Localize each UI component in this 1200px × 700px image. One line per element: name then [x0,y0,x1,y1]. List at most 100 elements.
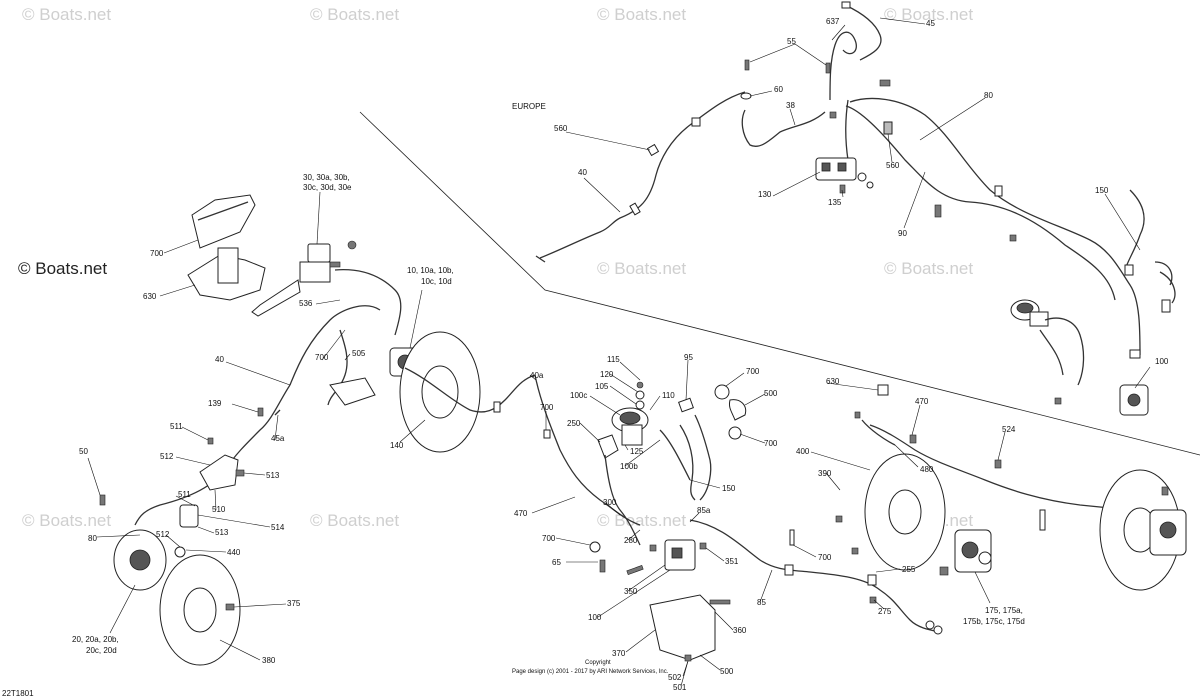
callout-50: 50 [79,447,88,456]
left-front-assembly [99,194,481,666]
callout-55: 55 [787,37,796,46]
callout-100b: 100b [620,462,638,471]
callout-10: 10, 10a, 10b, [407,266,454,275]
callout-510: 510 [212,505,226,514]
callout-500-b: 500 [720,667,734,676]
callout-480: 480 [920,465,934,474]
callout-130: 130 [758,190,772,199]
callout-513-b: 513 [215,528,229,537]
europe-assembly [535,1,1176,416]
callout-560: 560 [554,124,568,133]
callout-30: 30, 30a, 30b, [303,173,350,182]
callout-700-c: 700 [746,367,760,376]
watermark: © Boats.net [310,511,399,530]
callout-351: 351 [725,557,739,566]
callout-40: 40 [578,168,587,177]
callout-125: 125 [630,447,644,456]
callout-375: 375 [287,599,301,608]
callout-95: 95 [684,353,693,362]
callout-501: 501 [673,683,687,692]
right-rear-assembly [835,384,1187,635]
callout-135: 135 [828,198,842,207]
callout-110: 110 [662,391,675,400]
callout-502: 502 [668,673,682,682]
callout-700-b: 700 [540,403,554,412]
callout-40-left: 40 [215,355,224,364]
callout-360: 360 [733,626,747,635]
callout-511-b: 511 [178,490,191,499]
callout-630: 630 [143,292,157,301]
callout-514: 514 [271,523,285,532]
callout-630-right: 630 [826,377,840,386]
callout-115: 115 [607,355,620,364]
callout-500: 500 [764,389,778,398]
callout-80: 80 [984,91,993,100]
callout-250: 250 [567,419,581,428]
callout-175-line2: 175b, 175c, 175d [963,617,1025,626]
callout-labels: 637 45 55 60 38 80 560 40 130 135 560 90… [72,17,1169,692]
callout-512: 512 [160,452,174,461]
region-label: EUROPE [512,102,546,111]
watermark: © Boats.net [18,259,107,278]
copyright-line2: Page design (c) 2001 - 2017 by ARI Netwo… [512,669,669,675]
callout-470: 470 [514,509,528,518]
callout-505: 505 [352,349,366,358]
callout-440: 440 [227,548,241,557]
callout-120: 120 [600,370,614,379]
callout-65: 65 [552,558,561,567]
callout-38: 38 [786,101,795,110]
watermark: © Boats.net [597,511,686,530]
callout-150-mid: 150 [722,484,736,493]
callout-105: 105 [595,382,609,391]
region-divider-line [359,111,1200,456]
callout-100-right: 100 [1155,357,1169,366]
callout-350: 350 [624,587,638,596]
callout-175: 175, 175a, [985,606,1023,615]
callout-700-f: 700 [818,553,832,562]
callout-275: 275 [878,607,892,616]
callout-700-shield: 700 [150,249,164,258]
copyright-line1: Copyright [585,660,611,666]
callout-560-mid: 560 [886,161,900,170]
callout-637: 637 [826,17,840,26]
watermark: © Boats.net [884,5,973,24]
callout-700-d: 700 [764,439,778,448]
callout-80-left: 80 [88,534,97,543]
callout-370: 370 [612,649,626,658]
watermark: © Boats.net [310,5,399,24]
callout-85: 85 [757,598,766,607]
callout-536: 536 [299,299,313,308]
callout-150: 150 [1095,186,1109,195]
watermark: © Boats.net [22,511,111,530]
callout-512-b: 512 [156,530,170,539]
watermark: © Boats.net [22,5,111,24]
drawing-number: 22T1801 [2,689,34,698]
callout-139: 139 [208,399,222,408]
callout-90: 90 [898,229,907,238]
callout-700: 700 [315,353,329,362]
callout-140: 140 [390,441,404,450]
watermark-layer: © Boats.net © Boats.net © Boats.net © Bo… [18,5,973,530]
callout-10-line2: 10c, 10d [421,277,452,286]
callout-45a: 45a [271,434,285,443]
callout-380: 380 [262,656,276,665]
callout-85a: 85a [697,506,711,515]
watermark: © Boats.net [884,259,973,278]
callout-100: 100 [588,613,602,622]
callout-45: 45 [926,19,935,28]
callout-700-e: 700 [542,534,556,543]
callout-390: 390 [818,469,832,478]
callout-511: 511 [170,422,183,431]
callout-20: 20, 20a, 20b, [72,635,119,644]
callout-20-line2: 20c, 20d [86,646,117,655]
callout-255: 255 [902,565,916,574]
leader-lines [87,17,1151,687]
watermark: © Boats.net [597,259,686,278]
callout-470-b: 470 [915,397,929,406]
callout-400: 400 [796,447,810,456]
callout-60: 60 [774,85,783,94]
callout-300: 300 [603,498,617,507]
callout-40a: 40a [530,371,544,380]
callout-524: 524 [1002,425,1016,434]
